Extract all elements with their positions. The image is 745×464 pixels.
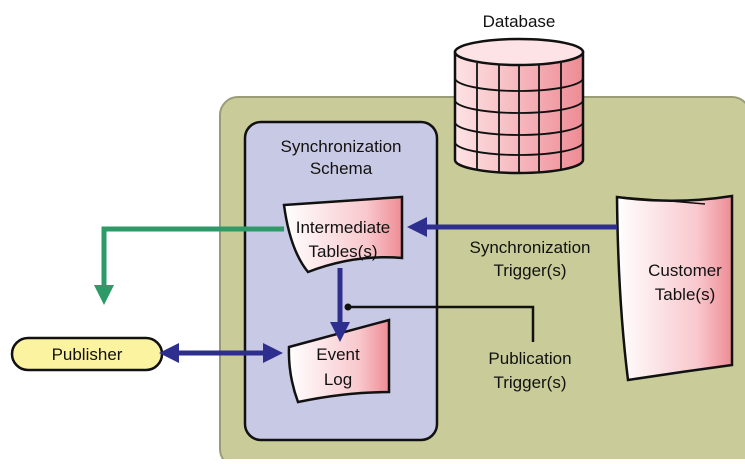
schema-label-line1: Synchronization (281, 137, 402, 156)
pub-trigger-line2: Trigger(s) (493, 373, 566, 392)
customer-table-line1: Customer (648, 261, 722, 280)
customer-table-shape (615, 194, 734, 382)
event-log-shape (287, 318, 391, 404)
publisher-label: Publisher (52, 345, 123, 364)
intermediate-tables-line2: Tables(s) (309, 242, 378, 261)
event-log-line1: Event (316, 345, 360, 364)
intermediate-to-publisher-arrow (94, 226, 284, 305)
intermediate-tables-line1: Intermediate (296, 218, 391, 237)
sync-trigger-line2: Trigger(s) (493, 261, 566, 280)
sync-trigger-line1: Synchronization (470, 238, 591, 257)
database-label: Database (483, 12, 556, 31)
publication-trigger-callout (344, 303, 535, 342)
schema-label-line2: Schema (310, 159, 373, 178)
customer-table-line2: Table(s) (655, 285, 715, 304)
event-log-line2: Log (324, 370, 352, 389)
database-cylinder (453, 37, 585, 175)
intermediate-tables-shape (282, 195, 404, 274)
pub-trigger-line1: Publication (488, 349, 571, 368)
